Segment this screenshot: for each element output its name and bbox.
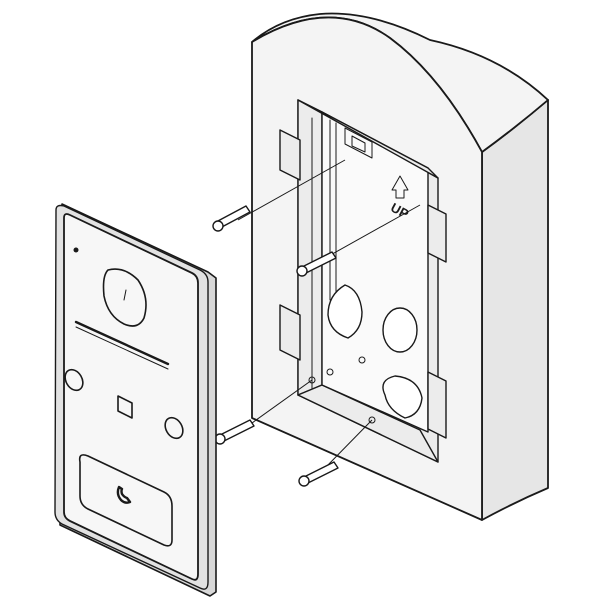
- knockout-hole-round-2: [382, 375, 423, 419]
- knockout-hole-round-1: [382, 307, 418, 353]
- mounting-ear-left-bottom: [279, 304, 301, 361]
- mounting-ear-right-bottom: [427, 371, 447, 439]
- right-button: [164, 416, 184, 440]
- phone-handset-icon: [116, 485, 132, 504]
- screw-top-left: [212, 205, 251, 232]
- up-arrow-icon: [391, 175, 409, 199]
- camera-lens-icon: [102, 268, 147, 327]
- box-left-wall: [297, 99, 323, 396]
- box-top-wall: [297, 99, 439, 179]
- panel-face: [63, 213, 199, 581]
- display-strip: [74, 320, 170, 366]
- card-reader-icon: [117, 395, 133, 419]
- screw-bottom-right: [298, 461, 339, 487]
- mounting-ear-left-top: [279, 129, 301, 181]
- call-button[interactable]: [78, 454, 173, 547]
- status-led: [73, 247, 79, 253]
- screw-mid-right: [296, 251, 337, 277]
- screw-guide-lines: [237, 159, 421, 469]
- knockout-hole-heart: [327, 284, 363, 339]
- screw-bottom-left: [214, 419, 255, 445]
- mounting-ear-right-top: [427, 204, 447, 263]
- left-button: [64, 368, 84, 392]
- door-station-panel: [54, 203, 217, 597]
- wall-side-face: [481, 99, 549, 521]
- flush-mount-box: UP: [279, 99, 447, 463]
